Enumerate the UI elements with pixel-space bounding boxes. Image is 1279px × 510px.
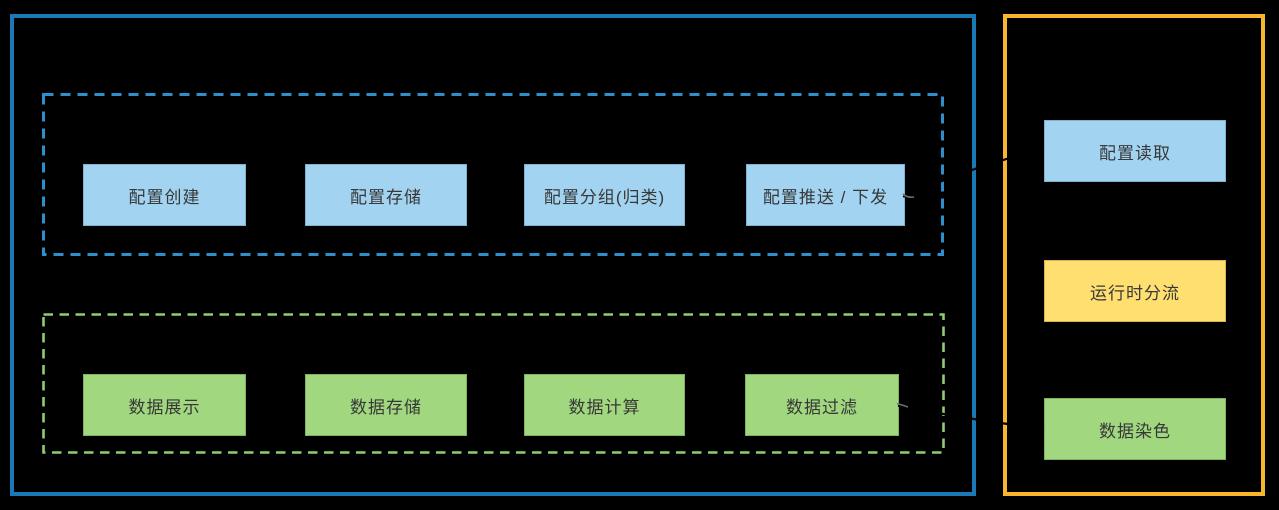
node-data-display: 数据展示 — [83, 374, 246, 436]
node-runtime-split: 运行时分流 — [1044, 260, 1226, 322]
node-data-store: 数据存储 — [305, 374, 467, 436]
node-config-read: 配置读取 — [1044, 120, 1226, 182]
node-data-dye: 数据染色 — [1044, 398, 1226, 460]
node-config-group: 配置分组(归类) — [524, 164, 685, 226]
node-config-push: 配置推送 / 下发 — [746, 164, 905, 226]
node-config-store: 配置存储 — [305, 164, 467, 226]
node-data-filter: 数据过滤 — [745, 374, 899, 436]
node-data-compute: 数据计算 — [524, 374, 685, 436]
node-config-create: 配置创建 — [83, 164, 246, 226]
right-panel-frame — [1003, 14, 1265, 496]
left-panel-frame — [10, 14, 976, 496]
